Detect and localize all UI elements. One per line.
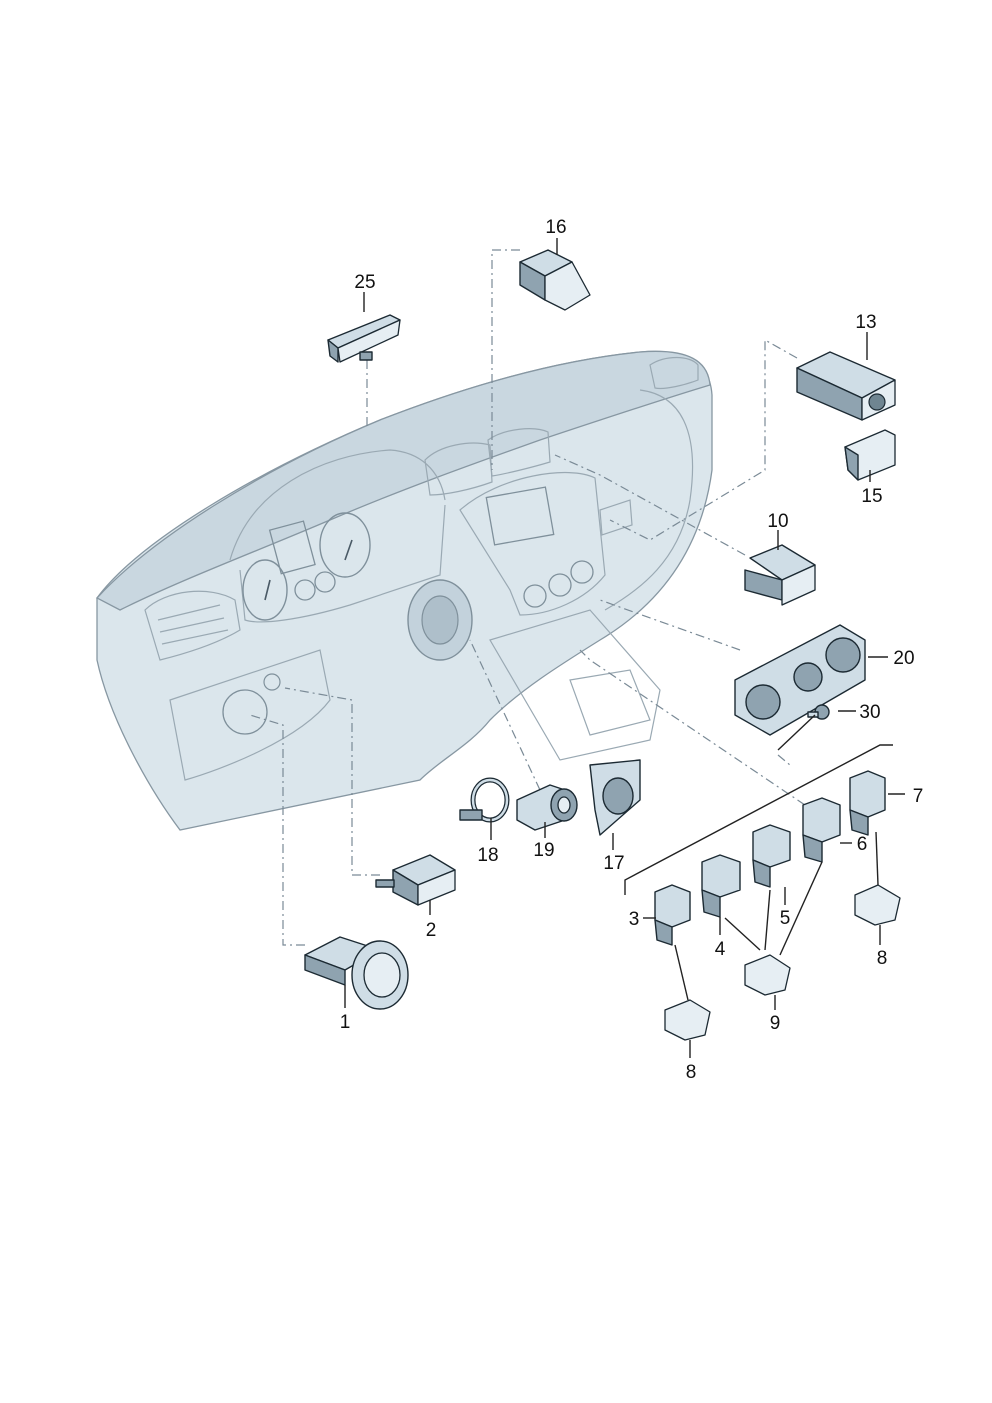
callout-leaders xyxy=(344,238,905,1058)
part-18-ring xyxy=(459,777,510,823)
part-17-trim-ring xyxy=(589,759,641,836)
part-3-button-switch xyxy=(654,884,691,946)
switch-group-bracket xyxy=(624,744,893,895)
callout-labels: 1 2 3 4 5 6 7 8 8 9 10 13 15 16 17 18 19… xyxy=(340,217,924,1083)
dashboard-illustration xyxy=(95,350,713,831)
callout-20: 20 xyxy=(893,648,914,669)
part-9-blank-cover xyxy=(744,954,791,996)
callout-8-lower: 8 xyxy=(686,1062,697,1083)
callout-17: 17 xyxy=(603,853,624,874)
callout-3: 3 xyxy=(629,909,640,930)
callout-8-upper: 8 xyxy=(877,948,888,969)
callout-4: 4 xyxy=(715,939,726,960)
callout-6: 6 xyxy=(857,834,868,855)
callout-2: 2 xyxy=(426,920,437,941)
part-4-button-switch xyxy=(701,854,741,918)
callout-10: 10 xyxy=(767,511,788,532)
part-13-socket xyxy=(796,351,896,421)
part-15-cover xyxy=(844,429,896,481)
part-25-switch xyxy=(327,314,401,363)
callout-25: 25 xyxy=(354,272,375,293)
callout-16: 16 xyxy=(545,217,566,238)
part-7-button-switch xyxy=(849,770,886,836)
part-10-switch xyxy=(744,544,816,606)
callout-5: 5 xyxy=(780,908,791,929)
part-8-blank-cover-upper xyxy=(854,884,901,926)
dashed-leader-lines xyxy=(249,249,806,946)
callout-7: 7 xyxy=(913,786,924,807)
part-6-button-switch xyxy=(802,797,841,863)
callout-13: 13 xyxy=(855,312,876,333)
callout-15: 15 xyxy=(861,486,882,507)
part-8-blank-cover-lower xyxy=(664,999,711,1041)
callout-9: 9 xyxy=(770,1013,781,1034)
part-19-ignition-lock xyxy=(516,784,578,831)
callout-30: 30 xyxy=(859,702,880,723)
callout-19: 19 xyxy=(533,840,554,861)
callout-18: 18 xyxy=(477,845,498,866)
part-1-light-switch xyxy=(304,936,409,1010)
part-16-switch xyxy=(519,249,591,311)
part-20-climate-control xyxy=(734,624,866,736)
callout-1: 1 xyxy=(340,1012,351,1033)
part-2-dimmer-switch xyxy=(375,854,456,906)
part-5-button-switch xyxy=(752,824,791,888)
